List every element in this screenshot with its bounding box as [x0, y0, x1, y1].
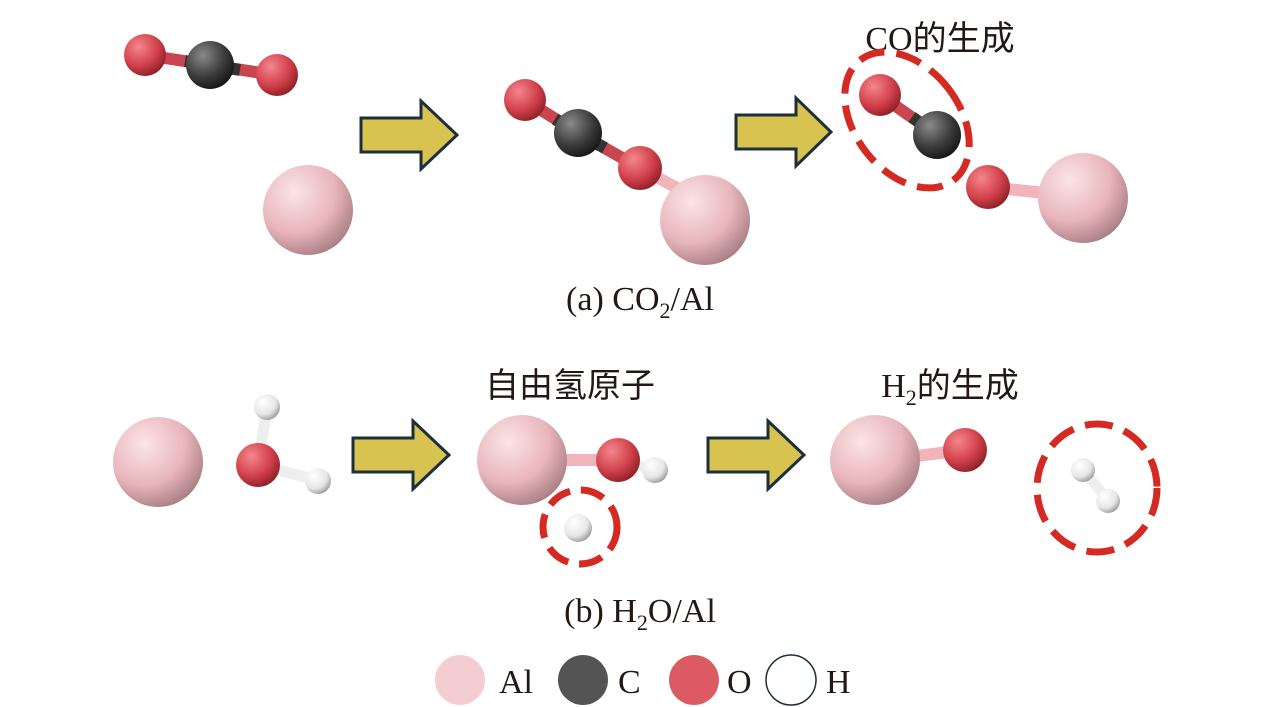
aluminum-atom — [660, 175, 750, 265]
oxygen-atom — [596, 438, 640, 482]
aluminum-atom — [113, 417, 203, 507]
legend-h-label: H — [826, 664, 851, 701]
oxygen-atom — [504, 79, 546, 121]
aluminum-atom — [263, 165, 353, 255]
arrow-icon — [734, 94, 834, 170]
free-hydrogen-label: 自由氢原子 — [485, 367, 655, 405]
oxygen-atom — [859, 74, 901, 116]
hydrogen-atom — [305, 468, 331, 494]
carbon-atom — [186, 41, 234, 89]
panel-a: CO的生成 (a) CO2/Al — [124, 20, 1128, 323]
legend-c-label: C — [618, 664, 641, 701]
aluminum-atom — [1038, 153, 1128, 243]
aluminum-atom — [830, 415, 920, 505]
oxygen-atom — [618, 146, 662, 190]
legend: Al C O H — [435, 654, 851, 706]
legend-al-label: Al — [499, 664, 533, 701]
oxygen-atom — [256, 54, 298, 96]
carbon-atom — [913, 111, 961, 159]
water-molecule — [236, 394, 331, 494]
caption-b: (b) H2O/Al — [564, 593, 716, 635]
arrow-icon — [351, 417, 452, 493]
highlight-ellipse — [1033, 420, 1161, 556]
aluminum-atom — [477, 415, 567, 505]
legend-o-label: O — [727, 664, 752, 701]
legend-al-swatch — [435, 655, 485, 705]
hydrogen-atom — [642, 457, 668, 483]
adsorbed-co2 — [504, 79, 750, 265]
oxygen-atom — [966, 165, 1010, 209]
h2-formation-label: H2的生成 — [881, 367, 1019, 410]
h2-product — [830, 415, 1161, 556]
panel-b: 自由氢原子 H2的生成 (b) H2O/Al — [113, 367, 1161, 635]
legend-o-swatch — [669, 655, 719, 705]
legend-h-swatch — [765, 654, 817, 706]
carbon-atom — [554, 109, 602, 157]
highlight-circle — [539, 486, 621, 568]
arrow-icon — [359, 97, 460, 173]
highlight-ellipse — [841, 48, 973, 192]
hydrogen-atom — [254, 394, 280, 420]
oxygen-atom — [236, 443, 280, 487]
oh-intermediate — [477, 415, 668, 568]
legend-c-swatch — [558, 655, 608, 705]
hydrogen-atom — [1071, 458, 1095, 482]
oxygen-atom — [124, 34, 166, 76]
co2-molecule — [124, 34, 298, 96]
co-formation-label: CO的生成 — [865, 20, 1014, 58]
arrow-icon — [706, 417, 807, 493]
caption-a: (a) CO2/Al — [566, 281, 714, 323]
free-hydrogen-atom — [564, 514, 592, 542]
co-product — [841, 48, 1128, 243]
oxygen-atom — [943, 428, 987, 472]
hydrogen-atom — [1096, 489, 1120, 513]
